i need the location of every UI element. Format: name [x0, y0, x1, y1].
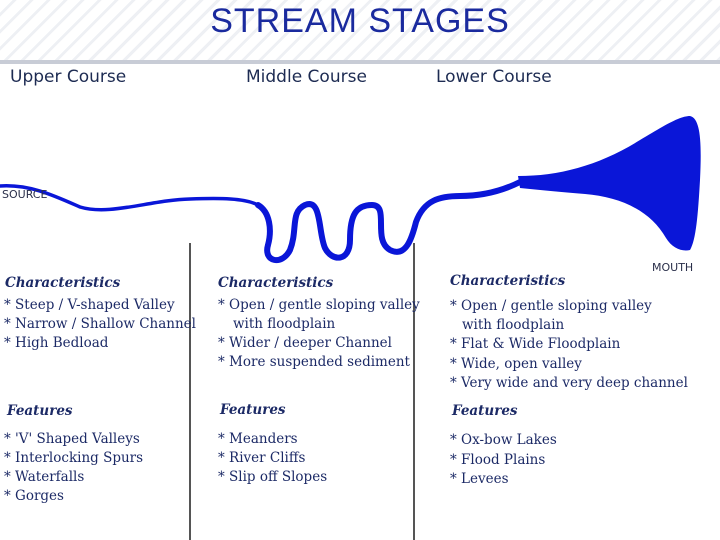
middle-feature-item: * Slip off Slopes [218, 469, 328, 485]
column-divider-right [413, 243, 415, 540]
upper-characteristics-heading: Characteristics [5, 275, 121, 291]
middle-features-heading: Features [220, 402, 286, 418]
lower-characteristics-heading: Characteristics [450, 273, 566, 289]
lower-features-heading: Features [452, 403, 518, 419]
river-estuary [518, 116, 701, 251]
upper-characteristic-item: * Steep / V-shaped Valley [4, 297, 175, 313]
middle-characteristics-heading: Characteristics [218, 275, 334, 291]
upper-features-heading: Features [7, 403, 73, 419]
lower-feature-item: * Flood Plains [450, 452, 546, 468]
lower-characteristic-item: * Open / gentle sloping valley [450, 298, 652, 314]
middle-feature-item: * River Cliffs [218, 450, 306, 466]
upper-feature-item: * Interlocking Spurs [4, 450, 144, 466]
middle-course-label: Middle Course [246, 67, 367, 87]
upper-course-label: Upper Course [10, 67, 127, 87]
lower-characteristic-item: * Very wide and very deep channel [450, 375, 688, 391]
title-background [0, 0, 720, 64]
column-divider-left [189, 243, 191, 540]
lower-feature-item: * Ox-bow Lakes [450, 432, 557, 448]
lower-feature-item: * Levees [450, 471, 509, 487]
source-label: SOURCE [2, 188, 48, 201]
upper-feature-item: * 'V' Shaped Valleys [4, 431, 140, 447]
river-meanders [255, 179, 523, 263]
upper-characteristic-item: * High Bedload [4, 335, 109, 351]
lower-characteristic-item: * Flat & Wide Floodplain [450, 336, 621, 352]
river-upper-channel [0, 184, 260, 212]
slide-title: STREAM STAGES [210, 2, 510, 40]
lower-characteristic-item: with floodplain [462, 317, 565, 333]
river-diagram [0, 116, 701, 263]
middle-characteristic-item: * More suspended sediment [218, 354, 410, 370]
upper-feature-item: * Waterfalls [4, 469, 85, 485]
title-divider [0, 60, 720, 64]
lower-course-label: Lower Course [436, 67, 552, 87]
upper-feature-item: * Gorges [4, 488, 64, 504]
middle-characteristic-item: * Wider / deeper Channel [218, 335, 392, 351]
middle-characteristic-item: * Open / gentle sloping valley [218, 297, 420, 313]
mouth-label: MOUTH [652, 261, 694, 274]
lower-characteristic-item: * Wide, open valley [450, 356, 582, 372]
upper-characteristic-item: * Narrow / Shallow Channel [4, 316, 196, 332]
middle-characteristic-item: with floodplain [233, 316, 336, 332]
middle-feature-item: * Meanders [218, 431, 298, 447]
